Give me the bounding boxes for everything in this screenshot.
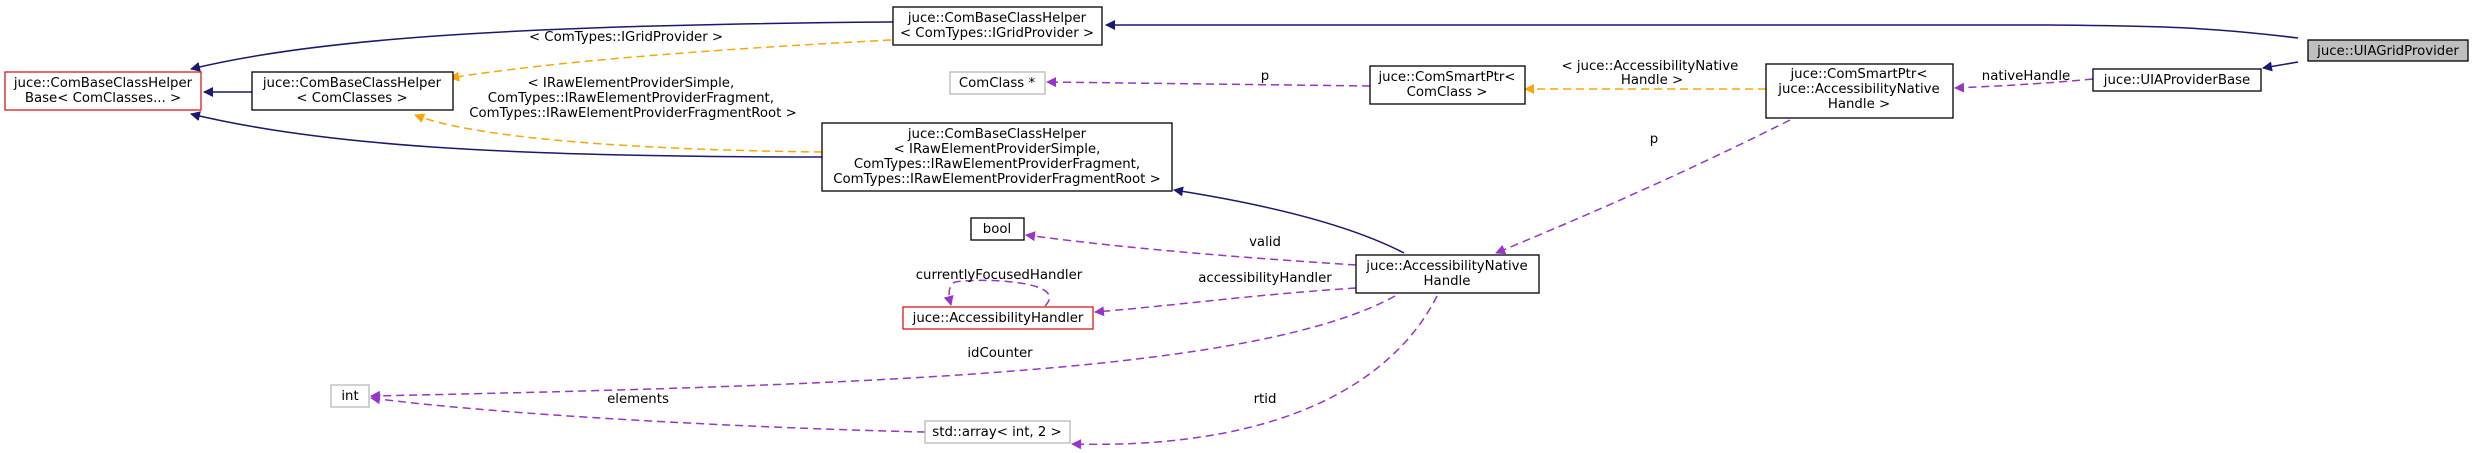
- svg-text:std::array< int, 2 >: std::array< int, 2 >: [932, 425, 1061, 440]
- svg-text:ComTypes::IRawElementProviderF: ComTypes::IRawElementProviderFragment,: [854, 157, 1140, 172]
- svg-text:ComClass >: ComClass >: [1407, 85, 1488, 100]
- edge-label-p-native: p: [1650, 132, 1658, 147]
- edge-label-p-comclass: p: [1261, 69, 1269, 84]
- edge-native-handle-p: [1495, 119, 1791, 255]
- node-com-base-class-helper-igrid-provider[interactable]: juce::ComBaseClassHelper < ComTypes::IGr…: [892, 6, 1103, 46]
- edge-currently-focused: [943, 279, 1050, 307]
- node-com-base-class-helper-comclasses[interactable]: juce::ComBaseClassHelper < ComClasses >: [251, 71, 454, 111]
- svg-text:< ComClasses >: < ComClasses >: [296, 91, 407, 106]
- edge-native-handle-to-comhelper-raw: [1173, 186, 1405, 254]
- svg-text:int: int: [341, 389, 358, 404]
- edge-valid: [1025, 231, 1357, 266]
- node-bool[interactable]: bool: [970, 217, 1025, 241]
- node-accessibility-handler[interactable]: juce::AccessibilityHandler: [902, 306, 1094, 330]
- node-accessibility-native-handle[interactable]: juce::AccessibilityNative Handle: [1355, 254, 1540, 294]
- svg-text:juce::ComBaseClassHelper: juce::ComBaseClassHelper: [907, 127, 1087, 142]
- edge-label-currently-focused: currentlyFocusedHandler: [916, 268, 1083, 283]
- edge-comhelper-igrid-template: [449, 39, 892, 82]
- edge-label-raw-template: < IRawElementProviderSimple, ComTypes::I…: [469, 76, 797, 121]
- svg-text:juce::ComBaseClassHelper: juce::ComBaseClassHelper: [907, 11, 1087, 26]
- edge-label-accessibility-handler: accessibilityHandler: [1198, 271, 1332, 286]
- edge-uiagrid-to-uiaproviderbase: [2262, 61, 2299, 72]
- edge-id-counter: [370, 295, 1396, 401]
- svg-text:juce::UIAGridProvider: juce::UIAGridProvider: [2316, 44, 2459, 59]
- svg-text:bool: bool: [983, 222, 1011, 237]
- svg-text:juce::AccessibilityNative: juce::AccessibilityNative: [1777, 82, 1939, 97]
- svg-text:juce::AccessibilityHandler: juce::AccessibilityHandler: [912, 311, 1084, 326]
- edge-label-igrid-template: < ComTypes::IGridProvider >: [529, 30, 723, 45]
- svg-text:ComTypes::IRawElementProviderF: ComTypes::IRawElementProviderFragmentRoo…: [833, 172, 1161, 187]
- edge-uiaproviderbase-native-handle: [1954, 78, 2094, 93]
- edge-comhelper-raw-template: [414, 113, 823, 153]
- svg-text:juce::UIAProviderBase: juce::UIAProviderBase: [2103, 73, 2250, 88]
- node-uia-grid-provider[interactable]: juce::UIAGridProvider: [2307, 39, 2469, 62]
- edge-rtid: [1071, 295, 1438, 450]
- svg-text:< IRawElementProviderSimple,: < IRawElementProviderSimple,: [894, 142, 1101, 157]
- edge-label-id-counter: idCounter: [967, 346, 1033, 361]
- node-com-smart-ptr-native-handle[interactable]: juce::ComSmartPtr< juce::AccessibilityNa…: [1765, 63, 1954, 119]
- svg-text:< ComTypes::IGridProvider >: < ComTypes::IGridProvider >: [900, 26, 1094, 41]
- node-std-array-int-2[interactable]: std::array< int, 2 >: [924, 420, 1071, 444]
- edge-comhelper-raw-to-base: [190, 111, 823, 158]
- edge-label-native-handle-template: < juce::AccessibilityNative Handle >: [1561, 59, 1742, 88]
- node-uia-provider-base[interactable]: juce::UIAProviderBase: [2092, 68, 2262, 92]
- svg-text:juce::AccessibilityNative: juce::AccessibilityNative: [1365, 259, 1527, 274]
- edge-smartptr-comclass-p: [1046, 77, 1371, 88]
- svg-text:juce::ComSmartPtr<: juce::ComSmartPtr<: [1789, 67, 1927, 82]
- node-comclass-pointer[interactable]: ComClass *: [949, 71, 1046, 95]
- edge-label-valid: valid: [1249, 235, 1281, 250]
- edge-uiagrid-to-comhelper-igrid: [1105, 20, 2299, 39]
- edge-accessibility-handler: [1094, 287, 1357, 317]
- edge-label-native-handle: nativeHandle: [1982, 69, 2070, 84]
- svg-text:juce::ComBaseClassHelper: juce::ComBaseClassHelper: [262, 76, 442, 91]
- svg-text:juce::ComSmartPtr<: juce::ComSmartPtr<: [1377, 70, 1515, 85]
- svg-text:Handle >: Handle >: [1828, 97, 1890, 112]
- svg-text:Base< ComClasses... >: Base< ComClasses... >: [25, 91, 181, 106]
- edge-comhelper-igrid-to-base: [190, 21, 894, 72]
- edge-elements: [370, 394, 926, 433]
- node-int[interactable]: int: [330, 384, 370, 408]
- node-com-smart-ptr-comclass[interactable]: juce::ComSmartPtr< ComClass >: [1369, 65, 1526, 105]
- node-com-base-class-helper-base[interactable]: juce::ComBaseClassHelper Base< ComClasse…: [4, 71, 202, 111]
- svg-text:ComClass *: ComClass *: [959, 76, 1036, 91]
- svg-text:Handle: Handle: [1424, 274, 1471, 289]
- svg-text:juce::ComBaseClassHelper: juce::ComBaseClassHelper: [13, 76, 193, 91]
- edge-label-elements: elements: [607, 392, 669, 407]
- node-com-base-class-helper-raw-element[interactable]: juce::ComBaseClassHelper < IRawElementPr…: [821, 122, 1173, 192]
- edge-label-rtid: rtid: [1254, 392, 1277, 407]
